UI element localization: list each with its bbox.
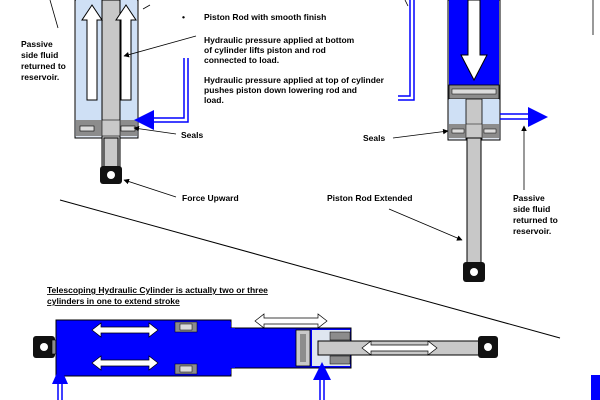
piston-rod-smooth-label: Piston Rod with smooth finish xyxy=(204,12,326,22)
passive-label-right-line3: returned to xyxy=(513,215,558,225)
passive-label-right-line1: Passive xyxy=(513,193,545,203)
seals-label-left: Seals xyxy=(181,130,203,140)
cropped-cylinder-fragment xyxy=(591,375,600,400)
double-arrow-icon xyxy=(91,355,159,371)
passive-label-right-line2: side fluid xyxy=(513,204,550,214)
telescoping-cylinder xyxy=(33,313,498,400)
pressure-top-line1: Hydraulic pressure applied at top of cyl… xyxy=(204,75,385,85)
double-arrow-icon xyxy=(254,313,328,329)
pressure-bottom-line1: Hydraulic pressure applied at bottom xyxy=(204,35,355,45)
fluid-outlet-arrow-icon xyxy=(528,107,548,127)
seals-label-right: Seals xyxy=(363,133,385,143)
passive-label-left-line4: reservoir. xyxy=(21,72,59,82)
passive-label-right-line4: reservoir. xyxy=(513,226,551,236)
force-upward-label: Force Upward xyxy=(182,193,239,203)
fluid-inlet-arrow-icon xyxy=(52,366,68,384)
pressure-top-line3: load. xyxy=(204,95,224,105)
double-arrow-icon xyxy=(361,340,438,356)
pressure-bottom-line2: of cylinder lifts piston and rod xyxy=(204,45,326,55)
telescoping-caption-line1: Telescoping Hydraulic Cylinder is actual… xyxy=(47,285,268,295)
passive-label-left-line1: Passive xyxy=(21,39,53,49)
double-arrow-icon xyxy=(91,322,159,338)
passive-label-left-line3: returned to xyxy=(21,61,66,71)
passive-label-left-line2: side fluid xyxy=(21,50,58,60)
divider-line xyxy=(59,199,561,339)
right-cylinder xyxy=(398,0,548,282)
left-cylinder xyxy=(74,0,189,184)
up-arrow-icon xyxy=(81,4,103,101)
piston-rod-extended-label: Piston Rod Extended xyxy=(327,193,412,203)
fluid-inlet-arrow-icon xyxy=(134,110,154,130)
down-arrow-icon xyxy=(460,0,488,82)
telescoping-caption-line2: cylinders in one to extend stroke xyxy=(47,296,180,306)
fluid-inlet-arrow-icon xyxy=(313,362,331,380)
pressure-top-line2: pushes piston down lowering rod and xyxy=(204,85,357,95)
bullet-mark: • xyxy=(182,12,185,22)
leader-lines xyxy=(49,0,594,241)
pressure-bottom-line3: connected to load. xyxy=(204,55,279,65)
